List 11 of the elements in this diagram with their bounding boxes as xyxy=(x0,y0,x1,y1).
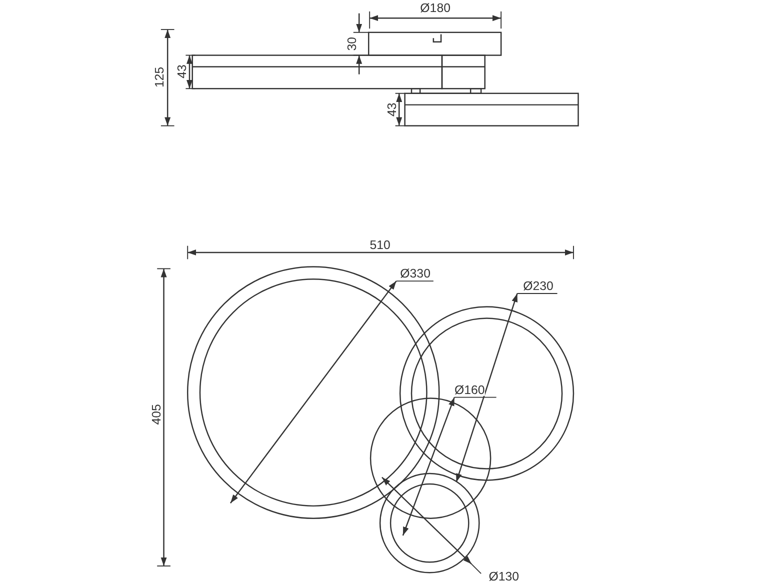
dimension-label: Ø180 xyxy=(420,1,450,14)
dimension-label: 125 xyxy=(152,66,166,88)
dimension-label: Ø230 xyxy=(523,280,554,292)
dimension-label: 43 xyxy=(385,102,398,116)
dimension-label: Ø160 xyxy=(454,384,485,396)
dimension-label: 43 xyxy=(176,64,188,78)
dimension-label: Ø330 xyxy=(400,267,430,280)
dimension-label: Ø130 xyxy=(488,570,520,583)
dimension-label: 405 xyxy=(150,404,162,425)
dimension-label: 510 xyxy=(370,238,390,252)
dimension-label: 30 xyxy=(345,36,358,51)
